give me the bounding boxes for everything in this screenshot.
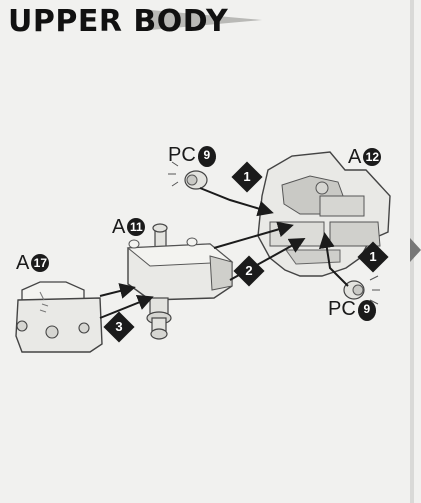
- step-marker-2-number: 2: [245, 263, 253, 278]
- step-marker-1-top: 1: [231, 161, 263, 193]
- step-marker-3: 3: [103, 311, 135, 343]
- label-a17-number: 17: [31, 254, 50, 272]
- connector-arrows: [99, 187, 349, 319]
- step-marker-1-top-number: 1: [243, 169, 251, 184]
- part-a11: [126, 223, 234, 340]
- label-a11-number: 11: [127, 218, 146, 236]
- title-swoosh: [150, 10, 262, 30]
- label-pc-bottom-number: 9: [357, 300, 376, 321]
- label-pc-top-number: 9: [197, 146, 216, 167]
- step-marker-2: 2: [233, 255, 265, 287]
- part-a17: [15, 281, 103, 353]
- step-marker-1-right-number: 1: [369, 249, 377, 264]
- step-marker-1-right: 1: [357, 241, 389, 273]
- label-pc-top-prefix: PC: [168, 144, 196, 166]
- step-marker-3-number: 3: [115, 319, 123, 334]
- label-a17-prefix: A: [16, 252, 30, 274]
- page-title: UPPER BODY: [8, 4, 229, 39]
- label-a12-prefix: A: [348, 146, 362, 168]
- label-a11-prefix: A: [112, 216, 126, 238]
- label-pc-bottom-prefix: PC: [328, 298, 356, 320]
- page-tab-marker: [410, 238, 421, 262]
- poly-cap-bottom: [343, 275, 380, 305]
- poly-cap-top: [168, 161, 208, 190]
- label-a12-number: 12: [363, 148, 382, 166]
